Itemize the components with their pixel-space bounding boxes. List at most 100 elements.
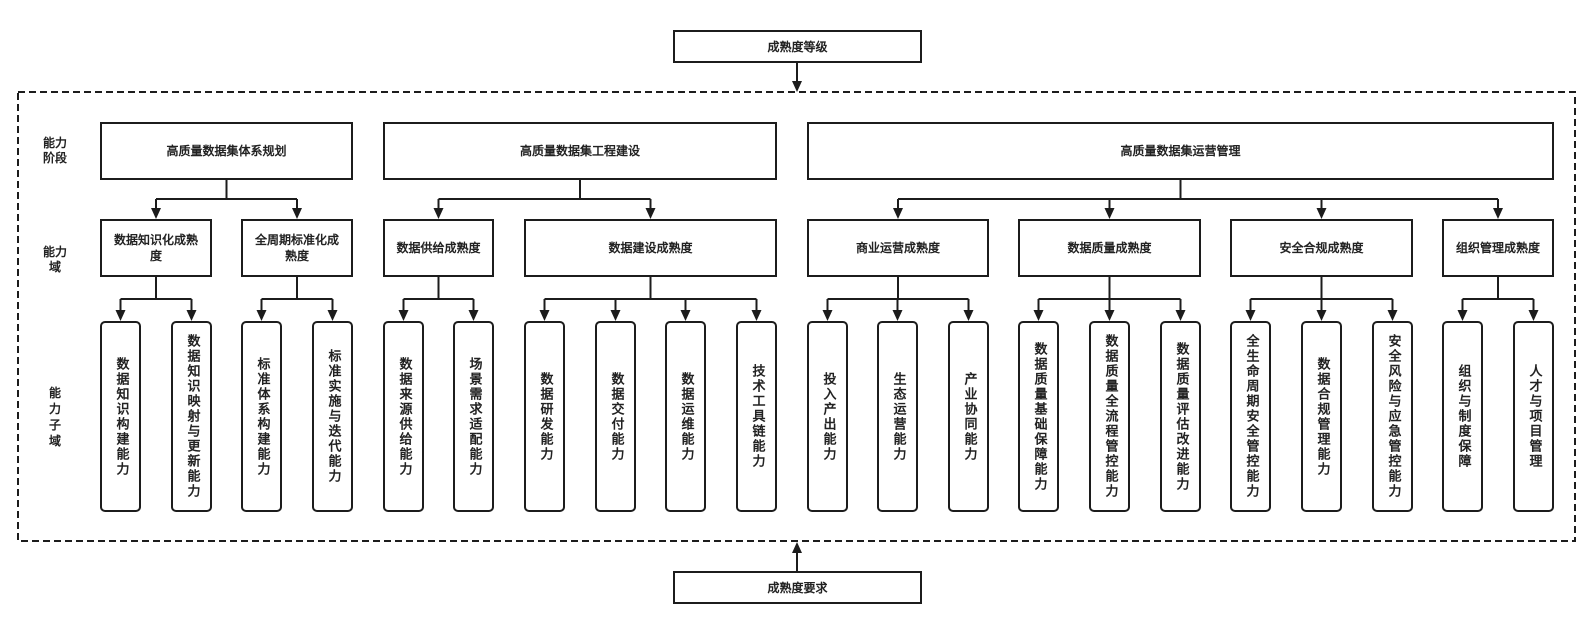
arrow-head (792, 81, 802, 92)
subdomain-box: 人才与项目管理 (1513, 321, 1554, 512)
arrow-head (792, 542, 802, 553)
arrow-head (398, 310, 409, 321)
subdomain-box-label: 数据交付能力 (608, 371, 624, 462)
arrow-head (822, 310, 833, 321)
subdomain-box-label: 产业协同能力 (961, 371, 977, 462)
arrow-head (1316, 310, 1327, 321)
arrow-head (1493, 208, 1503, 219)
domain-box: 组织管理成熟度 (1442, 219, 1554, 277)
subdomain-box-label: 生态运营能力 (890, 371, 906, 462)
subdomain-box: 数据来源供给能力 (383, 321, 424, 512)
subdomain-box: 投入产出能力 (807, 321, 848, 512)
row-label-subdomain: 能力子域 (48, 386, 61, 448)
subdomain-box: 数据合规管理能力 (1301, 321, 1342, 512)
domain-box-label: 数据建设成熟度 (608, 241, 693, 255)
arrow-head (1033, 310, 1044, 321)
subdomain-box-label: 数据知识映射与更新能力 (184, 334, 200, 499)
subdomain-box: 生态运营能力 (877, 321, 918, 512)
arrow-head (186, 310, 197, 321)
subdomain-box: 数据质量全流程管控能力 (1089, 321, 1130, 512)
row-label-stage: 能力阶段 (42, 136, 67, 165)
maturity-level-box: 成熟度等级 (673, 30, 922, 63)
arrow-head (1104, 310, 1115, 321)
subdomain-box: 数据知识构建能力 (100, 321, 141, 512)
subdomain-box: 组织与制度保障 (1442, 321, 1483, 512)
subdomain-box-label: 数据质量全流程管控能力 (1102, 334, 1118, 499)
stage-box-label: 高质量数据集体系规划 (166, 144, 287, 158)
arrow-head (433, 208, 444, 219)
row-label-domain: 能力域 (42, 245, 67, 274)
subdomain-box: 数据交付能力 (595, 321, 636, 512)
arrow-head (892, 310, 903, 321)
domain-box-label: 商业运营成熟度 (855, 241, 940, 255)
subdomain-box-label: 数据研发能力 (537, 371, 553, 462)
arrow-head (1528, 310, 1539, 321)
domain-box: 数据建设成熟度 (524, 219, 777, 277)
subdomain-box: 技术工具链能力 (736, 321, 777, 512)
domain-box: 数据质量成熟度 (1018, 219, 1201, 277)
subdomain-box: 数据质量评估改进能力 (1160, 321, 1201, 512)
arrow-head (1316, 208, 1327, 219)
subdomain-box: 产业协同能力 (948, 321, 989, 512)
arrow-head (151, 208, 161, 219)
domain-box-label: 组织管理成熟度 (1455, 241, 1540, 255)
arrow-head (292, 208, 302, 219)
maturity-scope-frame (17, 91, 1576, 542)
arrow-head (963, 310, 974, 321)
arrow-head (539, 310, 550, 321)
stage-box-label: 高质量数据集运营管理 (1120, 144, 1241, 158)
domain-box: 商业运营成熟度 (807, 219, 989, 277)
arrow-head (256, 310, 267, 321)
arrow-head (751, 310, 762, 321)
arrow-head (1387, 310, 1398, 321)
domain-box: 数据知识化成熟度 (100, 219, 212, 277)
subdomain-box: 标准实施与迭代能力 (312, 321, 353, 512)
arrow-head (645, 208, 656, 219)
arrow-head (115, 310, 126, 321)
subdomain-box: 数据研发能力 (524, 321, 565, 512)
subdomain-box: 场景需求适配能力 (453, 321, 494, 512)
domain-box-label: 全周期标准化成熟度 (254, 233, 339, 263)
arrow-head (468, 310, 479, 321)
domain-box-label: 数据供给成熟度 (396, 241, 481, 255)
maturity-requirement-label: 成熟度要求 (767, 580, 828, 595)
domain-box-label: 数据质量成熟度 (1067, 241, 1152, 255)
subdomain-box-label: 投入产出能力 (820, 371, 836, 462)
subdomain-box-label: 安全风险与应急管控能力 (1385, 334, 1401, 499)
subdomain-box: 数据运维能力 (665, 321, 706, 512)
subdomain-box-label: 技术工具链能力 (749, 364, 765, 469)
domain-box: 安全合规成熟度 (1230, 219, 1413, 277)
subdomain-box-label: 数据来源供给能力 (396, 356, 412, 477)
arrow-head (1457, 310, 1468, 321)
arrow-head (1245, 310, 1256, 321)
stage-box: 高质量数据集体系规划 (100, 122, 353, 180)
subdomain-box-label: 数据合规管理能力 (1314, 356, 1330, 477)
subdomain-box-label: 数据质量评估改进能力 (1173, 341, 1189, 492)
arrow-head (680, 310, 691, 321)
arrow-head (610, 310, 621, 321)
domain-box-label: 数据知识化成熟度 (113, 233, 198, 263)
subdomain-box: 数据质量基础保障能力 (1018, 321, 1059, 512)
maturity-level-label: 成熟度等级 (767, 39, 828, 54)
stage-box: 高质量数据集工程建设 (383, 122, 777, 180)
subdomain-box: 数据知识映射与更新能力 (171, 321, 212, 512)
subdomain-box-label: 场景需求适配能力 (466, 356, 482, 477)
subdomain-box-label: 数据知识构建能力 (113, 356, 129, 477)
subdomain-box: 安全风险与应急管控能力 (1372, 321, 1413, 512)
subdomain-box: 标准体系构建能力 (241, 321, 282, 512)
arrow-head (327, 310, 338, 321)
subdomain-box-label: 数据运维能力 (678, 371, 694, 462)
subdomain-box-label: 标准实施与迭代能力 (325, 349, 341, 484)
subdomain-box-label: 组织与制度保障 (1455, 364, 1471, 469)
arrow-head (893, 208, 903, 219)
subdomain-box-label: 人才与项目管理 (1526, 364, 1542, 469)
domain-box-label: 安全合规成熟度 (1279, 241, 1364, 255)
stage-box: 高质量数据集运营管理 (807, 122, 1554, 180)
domain-box: 数据供给成熟度 (383, 219, 494, 277)
subdomain-box-label: 数据质量基础保障能力 (1031, 341, 1047, 492)
maturity-requirement-box: 成熟度要求 (673, 571, 922, 604)
subdomain-box-label: 标准体系构建能力 (254, 356, 270, 477)
subdomain-box-label: 全生命周期安全管控能力 (1243, 334, 1259, 499)
